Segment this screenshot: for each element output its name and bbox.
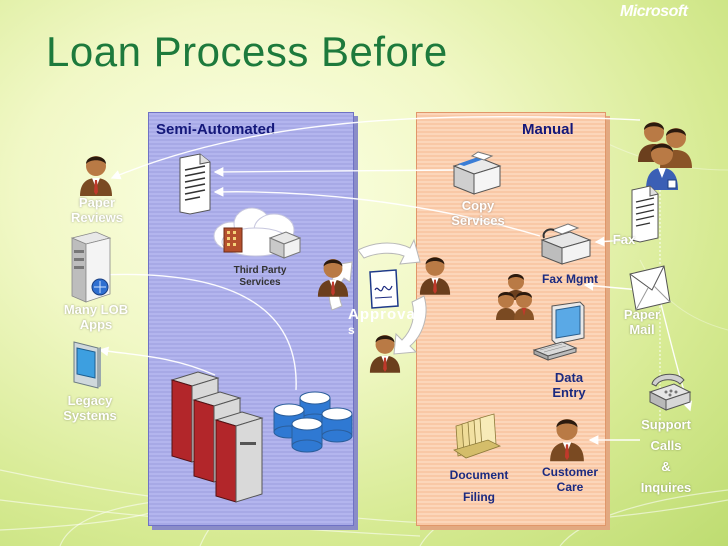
database-icon	[273, 391, 353, 453]
monitor-icon	[73, 341, 101, 389]
cycle-arrows-icon	[328, 238, 427, 355]
person-icon	[419, 257, 451, 295]
person-icon	[550, 419, 584, 462]
server-icon	[170, 371, 264, 503]
semi-automated-header: Semi-Automated	[156, 121, 276, 138]
person-icon	[317, 259, 349, 297]
server-icon	[70, 231, 112, 303]
signature-icon	[369, 269, 399, 309]
support-calls-label: Support Calls & Inquires	[640, 417, 692, 495]
document-icon	[179, 153, 211, 215]
fax-machine-icon	[540, 223, 592, 265]
building-icon	[268, 231, 302, 259]
telephone-icon	[648, 373, 692, 411]
person-icon	[80, 156, 112, 196]
folder-icon	[453, 413, 502, 459]
microsoft-logo: Microsoft	[620, 3, 688, 20]
building-icon	[223, 227, 243, 253]
document-icon	[631, 185, 659, 243]
copier-icon	[452, 151, 502, 195]
person-icon	[496, 274, 534, 320]
computer-icon	[532, 301, 585, 361]
page-title: Loan Process Before	[46, 28, 448, 75]
envelope-icon	[629, 265, 671, 311]
person-icon	[638, 122, 692, 190]
person-icon	[369, 335, 401, 373]
fax-mgmt-label: Fax Mgmt	[541, 272, 598, 286]
manual-header: Manual	[522, 121, 574, 138]
fax-label: Fax	[612, 232, 636, 247]
